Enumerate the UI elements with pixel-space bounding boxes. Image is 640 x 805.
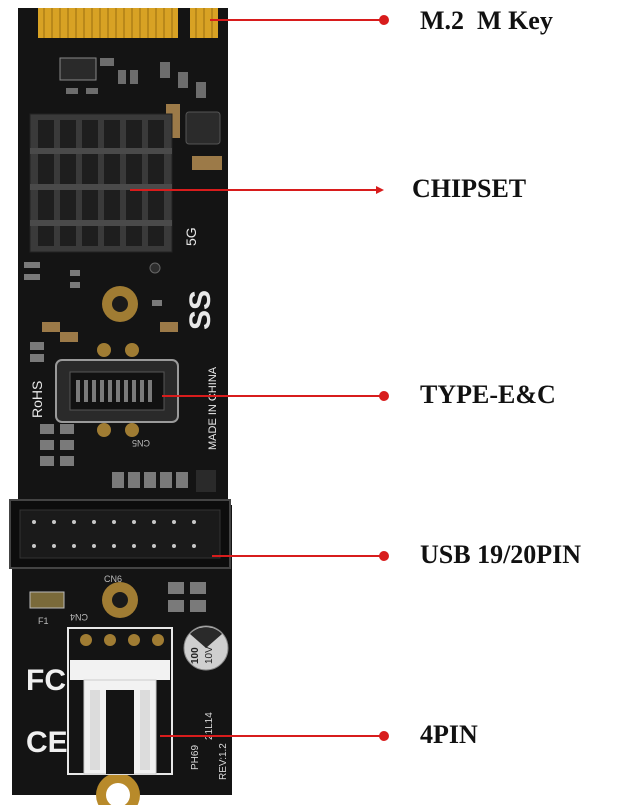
mounting-hole-upper <box>102 286 138 322</box>
board-rev-text: REV:1.2 <box>218 743 229 780</box>
smd-components-left <box>24 262 178 466</box>
label-usb-19-20pin: USB 19/20PIN <box>420 540 582 569</box>
rohs-text: RoHS <box>29 381 45 418</box>
m2-gold-fingers <box>38 8 218 38</box>
capacitor-volt-text: 10V <box>204 646 215 664</box>
smd-components-top <box>59 57 206 98</box>
cn4-label: CN4 <box>70 612 88 622</box>
label-type-e-c: TYPE-E&C <box>420 380 556 409</box>
type-e-connector <box>55 343 179 437</box>
capacitor-tan-right <box>192 156 222 170</box>
cn6-label: CN6 <box>104 574 122 584</box>
callout-m2 <box>210 15 389 25</box>
callout-4pin <box>160 731 389 741</box>
usb-ss-logo: SS 5G <box>183 227 217 330</box>
label-chipset: CHIPSET <box>412 174 527 203</box>
made-in-china-text: MADE IN CHINA <box>207 366 219 450</box>
inductor <box>185 111 221 145</box>
four-pin-connector <box>67 627 173 775</box>
ss-text: SS <box>184 290 217 330</box>
mounting-hole-lower <box>102 582 138 618</box>
electrolytic-capacitor: 100 10V <box>183 625 229 671</box>
label-4pin: 4PIN <box>420 720 478 749</box>
five-g-text: 5G <box>183 227 199 246</box>
label-m2-m-key: M.2 M Key <box>420 6 553 35</box>
ce-logo-text: CE <box>26 726 68 759</box>
cn5-label: CN5 <box>132 438 150 448</box>
smd-components-lower-right <box>168 582 206 612</box>
callout-chipset <box>130 186 384 194</box>
callout-usb <box>212 551 389 561</box>
callout-type-e <box>162 391 389 401</box>
board-code-2: 21L14 <box>204 712 215 740</box>
usb-header-connector <box>9 499 231 569</box>
via-hole <box>149 262 161 274</box>
board-code-1: PH69 <box>190 745 201 770</box>
fuse-f1 <box>29 591 65 609</box>
f1-label: F1 <box>38 616 49 626</box>
capacitor-value-text: 100 <box>190 647 201 664</box>
fc-logo-text: FC <box>26 664 66 697</box>
chipset-heatsink <box>29 113 173 253</box>
smd-row <box>112 470 216 492</box>
